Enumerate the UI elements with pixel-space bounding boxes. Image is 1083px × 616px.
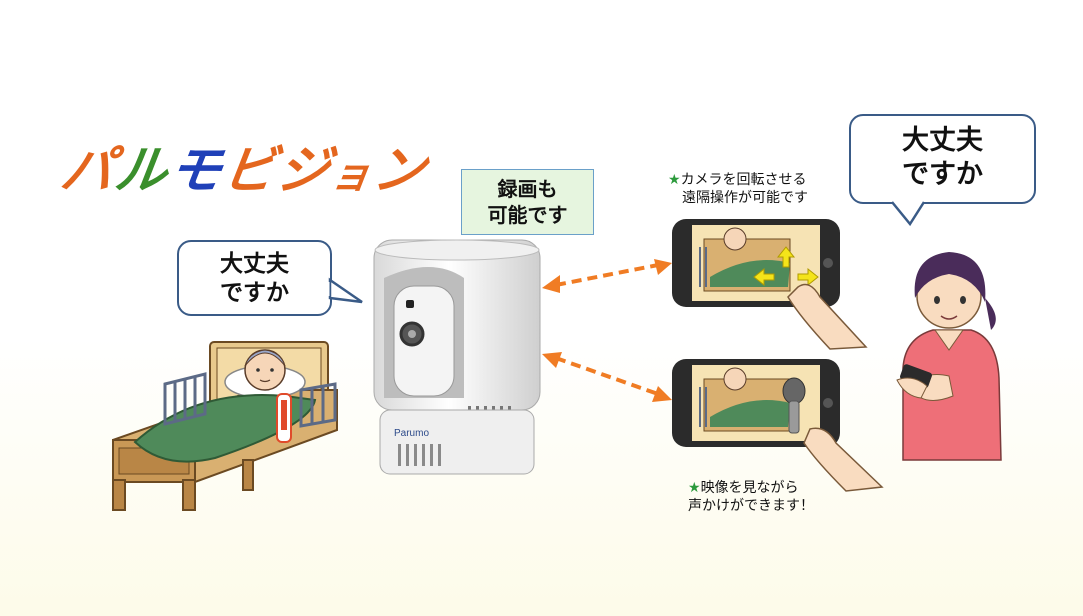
- bubble-left-line1: 大丈夫: [220, 251, 289, 277]
- smartphone-remote-control: [672, 219, 868, 350]
- logo-char: ン: [369, 141, 432, 201]
- speech-bubble-right-tail: [891, 197, 926, 227]
- caption-top-line1: カメラを回転させる: [680, 172, 807, 188]
- caption-top-line2: 遠隔操作が可能です: [682, 190, 808, 207]
- speech-bubble-left-tail: [324, 277, 363, 304]
- note-line2: 可能です: [487, 203, 568, 227]
- bubble-right-line1: 大丈夫: [902, 125, 983, 156]
- caregiver-illustration: [896, 252, 1002, 461]
- bed-patient-illustration: [112, 341, 338, 511]
- caption-bottom-line1: 映像を見ながら: [700, 480, 799, 496]
- bubble-right-line2: ですか: [902, 158, 983, 190]
- product-logo: パルモビジョン: [57, 128, 434, 203]
- speech-bubble-left: 大丈夫 ですか: [177, 240, 332, 316]
- double-arrow-top: [542, 259, 672, 293]
- star-icon: ★: [668, 172, 681, 188]
- bubble-left-line2: ですか: [220, 279, 289, 306]
- caption-bottom-line2: 声かけができます！: [688, 498, 814, 515]
- caption-voice-call: ★映像を見ながら 声かけができます！: [688, 479, 814, 515]
- palumo-camera-illustration: Parumo: [373, 239, 541, 475]
- star-icon: ★: [688, 480, 701, 496]
- speech-bubble-right: 大丈夫 ですか: [849, 114, 1036, 204]
- smartphone-voice-call: [672, 359, 884, 492]
- recording-note: 録画も 可能です: [461, 169, 594, 235]
- camera-brand-label: Parumo: [394, 428, 429, 439]
- note-line1: 録画も: [497, 177, 558, 201]
- double-arrow-bottom: [542, 352, 672, 402]
- caption-remote-control: ★カメラを回転させる 遠隔操作が可能です: [668, 171, 808, 207]
